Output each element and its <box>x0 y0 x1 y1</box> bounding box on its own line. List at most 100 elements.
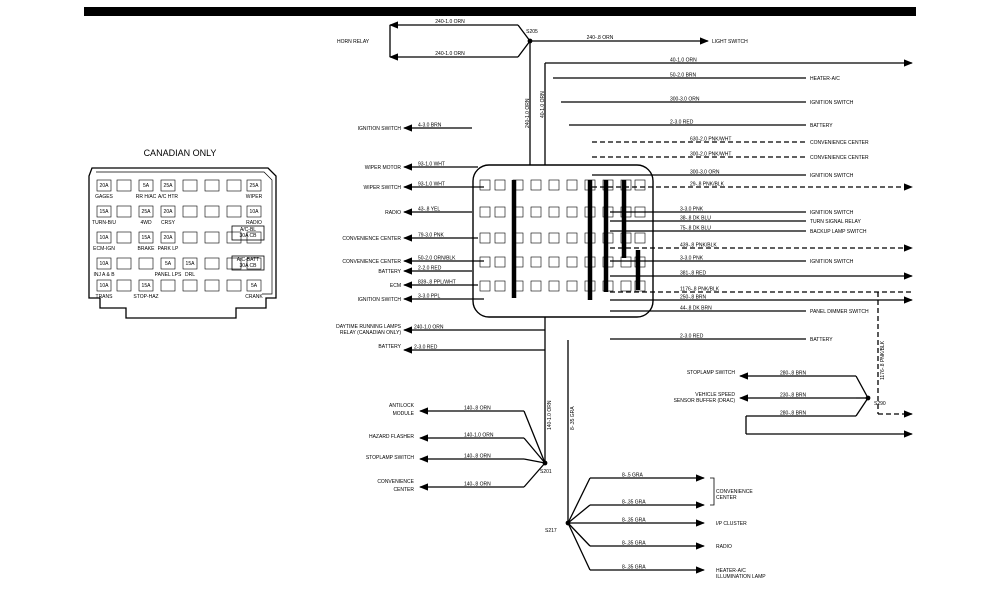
svg-text:240-1.0 ORN: 240-1.0 ORN <box>435 19 465 25</box>
fuse-slot <box>204 279 220 292</box>
right-wire-destination: HEATER-A/C <box>810 76 840 82</box>
splice-s205: S205 <box>526 29 538 35</box>
fuse-name: BRAKE <box>138 246 156 252</box>
fuse-name: GAGES <box>95 194 113 200</box>
connector-cavity <box>566 179 578 191</box>
s217-destination: I/P CLUSTER <box>716 521 747 527</box>
fuse-slot <box>182 179 198 192</box>
left-wire-destination: IGNITION SWITCH <box>358 126 402 132</box>
right-wire-label: 3-3.0 PNK <box>680 207 704 213</box>
s217-wire-label: 8-.35 GRA <box>622 518 646 524</box>
fuse-rating: 5A <box>251 283 258 289</box>
connector-cavity <box>530 179 542 191</box>
fuse-slot <box>96 205 112 218</box>
fuse-rating: 25A <box>142 209 152 215</box>
right-wire-destination: IGNITION SWITCH <box>810 259 854 265</box>
fuse-name: PANEL LPS <box>155 272 182 278</box>
fuse-rating: 5A <box>165 261 172 267</box>
fuse-slot <box>182 205 198 218</box>
fuse-slot <box>246 179 262 192</box>
fuse-name: 4WD <box>140 220 152 226</box>
right-wire-destination: BATTERY <box>810 337 833 343</box>
right-wire-destination: CONVENIENCE CENTER <box>810 155 869 161</box>
left-lower-wire: 2-3.0 RED <box>414 345 438 351</box>
s201-wire-label: 140-1.0 ORN <box>464 433 494 439</box>
fuse-slot <box>116 179 132 192</box>
svg-text:240-1.0 ORN: 240-1.0 ORN <box>525 98 531 128</box>
connector-cavity <box>494 179 506 191</box>
left-lower-destination: DAYTIME RUNNING LAMPS <box>336 324 402 330</box>
left-wire-label: 43-.8 YEL <box>418 207 440 213</box>
fuse-name: RADIO <box>246 220 262 226</box>
top-rule <box>84 7 916 16</box>
s290-wire-label: 280-.8 BRN <box>780 411 807 417</box>
left-wire-label: 79-3.0 PNK <box>418 233 445 239</box>
connector-cavity <box>566 256 578 268</box>
s201-destination-2: MODULE <box>393 411 415 417</box>
right-wire-label: 2-3.0 RED <box>680 334 704 340</box>
right-wire-label: 50-2.0 BRN <box>670 73 697 79</box>
fuse-slot <box>96 279 112 292</box>
right-wire-label: 44-.8 DK BRN <box>680 306 712 312</box>
connector-cavity <box>494 232 506 244</box>
right-wire-label: 3-3.0 PNK <box>680 256 704 262</box>
left-wire-label: 93-1.0 WHT <box>418 182 445 188</box>
right-wire-label: 300-3.0 ORN <box>690 170 720 176</box>
connector-cavity <box>494 256 506 268</box>
fuse-rating: 10A <box>100 283 110 289</box>
fuse-slot <box>246 279 262 292</box>
right-wire-label: 300-3.0 ORN <box>670 97 700 103</box>
fuse-slot <box>226 257 242 270</box>
left-wire-destination: WIPER MOTOR <box>365 165 402 171</box>
fuse-rating: 5A <box>143 183 150 189</box>
fuse-slot <box>182 279 198 292</box>
left-wire-label: 93-1.0 WHT <box>418 162 445 168</box>
breaker-name: A/C-BATT <box>237 257 259 263</box>
fuse-slot <box>96 179 112 192</box>
breaker-rating: 30A CB <box>240 233 258 239</box>
s217-wire-label: 8-.35 GRA <box>622 541 646 547</box>
right-wire-label: 38-.8 DK BLU <box>680 216 711 222</box>
breaker-name: A/C-BL <box>240 227 256 233</box>
connector-cavity <box>634 179 646 191</box>
fuse-name: PARK LP <box>158 246 179 252</box>
left-wire-label: 3-3.0 PPL <box>418 294 440 300</box>
right-wire-destination: IGNITION SWITCH <box>810 173 854 179</box>
right-wire-label: 381-.8 RED <box>680 271 707 277</box>
connector-cavity <box>566 232 578 244</box>
s290-wire-label: 280-.8 BRN <box>780 371 807 377</box>
s201-wire-label: 140-.8 ORN <box>464 482 491 488</box>
fuse-slot <box>138 179 154 192</box>
fuse-slot <box>246 231 262 244</box>
connector-cavity <box>479 179 491 191</box>
fuse-slot <box>226 231 242 244</box>
fuse-name: TRANS <box>96 294 114 300</box>
s217-vertical-label: 8-.35 GRA <box>570 406 576 430</box>
right-wire-destination: IGNITION SWITCH <box>810 100 854 106</box>
connector-cavity <box>548 256 560 268</box>
splice-s290: S290 <box>874 401 886 407</box>
s290-wire-label: 230-.8 BRN <box>780 393 807 399</box>
circuit-breaker <box>231 255 265 271</box>
fuse-name: TURN-B/U <box>92 220 116 226</box>
connector-cavity <box>566 206 578 218</box>
right-wire-label: 630-2.0 PNK/WHT <box>690 137 731 143</box>
fuse-slot <box>226 179 242 192</box>
fuse-slot <box>226 205 242 218</box>
breaker-rating: 30A CB <box>240 263 258 269</box>
fuse-rating: 25A <box>164 183 174 189</box>
connector-cavity <box>620 256 632 268</box>
connector-cavity <box>479 232 491 244</box>
fuse-rating: 20A <box>100 183 110 189</box>
left-wire-label: 4-3.0 BRN <box>418 123 442 129</box>
left-lower-wire: 240-1.0 ORN <box>414 325 444 331</box>
fuse-slot <box>204 205 220 218</box>
fuse-slot <box>246 205 262 218</box>
right-wire-destination: BATTERY <box>810 123 833 129</box>
left-wire-destination: CONVENIENCE CENTER <box>342 236 401 242</box>
left-wire-destination: WIPER SWITCH <box>364 185 402 191</box>
